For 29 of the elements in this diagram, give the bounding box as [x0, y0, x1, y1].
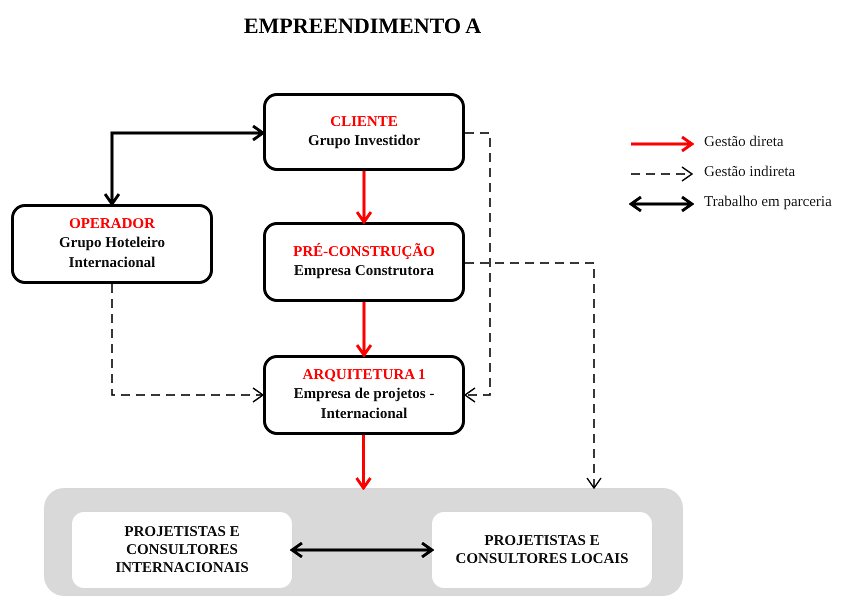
node-text: Grupo Investidor	[308, 132, 420, 151]
node-text: PROJETISTAS E CONSULTORES LOCAIS	[454, 532, 630, 568]
arrow	[111, 284, 264, 403]
arrow	[356, 171, 372, 224]
process-box	[263, 93, 465, 171]
node-text: Empresa Construtora	[294, 262, 434, 281]
arrow	[464, 132, 491, 403]
arrow	[290, 542, 434, 558]
arrow	[356, 302, 372, 356]
process-box	[11, 204, 213, 284]
legend-label: Gestão direta	[704, 134, 784, 151]
node-heading: ARQUITETURA 1	[302, 366, 426, 385]
process-box	[432, 512, 652, 588]
node-text: PROJETISTAS E CONSULTORES INTERNACIONAIS	[114, 523, 250, 577]
diagram-title: EMPREENDIMENTO A	[242, 13, 482, 39]
legend-label: Gestão indireta	[704, 164, 796, 181]
arrow	[104, 124, 264, 206]
process-box	[72, 512, 292, 588]
node-heading: PRÉ-CONSTRUÇÃO	[293, 242, 435, 262]
arrow	[465, 262, 602, 489]
node-heading: OPERADOR	[69, 214, 155, 234]
group-panel	[44, 488, 683, 596]
node-text: Empresa de projetos - Internacional	[292, 385, 436, 424]
process-box	[263, 355, 465, 435]
node-text: Grupo Hoteleiro Internacional	[58, 234, 166, 273]
node-heading: CLIENTE	[330, 112, 398, 132]
legend-label: Trabalho em parceria	[704, 194, 832, 211]
process-box	[263, 222, 465, 302]
arrow	[355, 435, 372, 490]
